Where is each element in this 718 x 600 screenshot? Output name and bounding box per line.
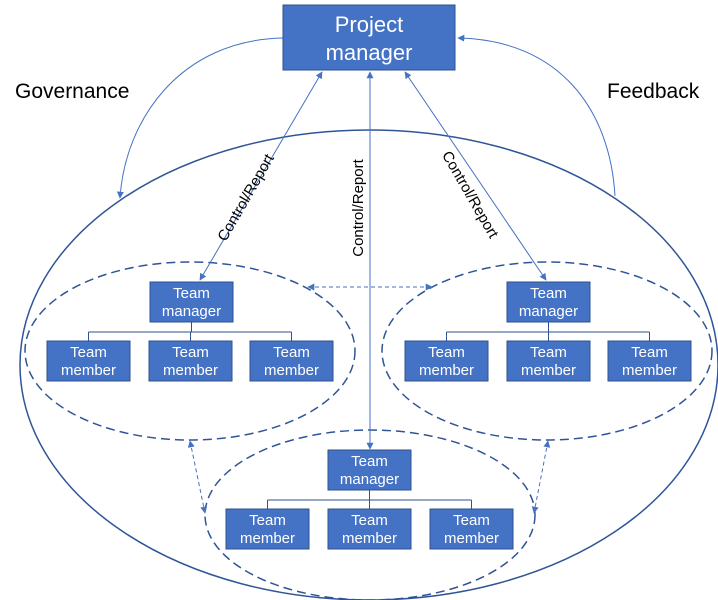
team-member-box-line2: member	[342, 530, 397, 547]
feedback-label: Feedback	[607, 80, 700, 103]
team-manager-box-line1: Team	[173, 285, 210, 302]
team-manager-box-line2: manager	[519, 303, 578, 320]
project-manager-line2: manager	[326, 40, 413, 65]
team-manager-box-line2: manager	[340, 471, 399, 488]
control-report-label-left: Control/Report	[214, 151, 278, 245]
team-left-ellipse	[24, 261, 356, 441]
team-bottom: TeammanagerTeammemberTeammemberTeammembe…	[225, 449, 514, 550]
team-member-box-line1: Team	[530, 344, 567, 361]
team-member-box-line1: Team	[249, 512, 286, 529]
team-link-arrow-left	[187, 440, 208, 514]
control-report-label-right: Control/Report	[438, 148, 502, 242]
team-right-ellipse	[381, 261, 713, 441]
control-report-arrow-left	[199, 71, 323, 281]
team-member-box-line1: Team	[428, 344, 465, 361]
team-member-box-line1: Team	[351, 512, 388, 529]
team-left-connectors	[88, 322, 292, 341]
control-report-arrow-right	[404, 71, 547, 281]
team-member-box-line1: Team	[172, 344, 209, 361]
team-link-arrow-right	[531, 440, 551, 514]
team-member-box-line2: member	[240, 530, 295, 547]
team-member-box-line1: Team	[631, 344, 668, 361]
governance-arrow	[116, 37, 284, 199]
team-member-box-line2: member	[444, 530, 499, 547]
team-member-box-line2: member	[61, 362, 116, 379]
project-manager-line1: Project	[335, 12, 403, 37]
team-member-box-line2: member	[419, 362, 474, 379]
team-member-box-line2: member	[622, 362, 677, 379]
governance-label: Governance	[15, 80, 129, 103]
team-manager-box-line1: Team	[530, 285, 567, 302]
team-member-box-line1: Team	[273, 344, 310, 361]
team-member-box-line1: Team	[70, 344, 107, 361]
team-member-box-line2: member	[521, 362, 576, 379]
team-bottom-connectors	[267, 490, 472, 509]
team-member-box-line1: Team	[453, 512, 490, 529]
team-member-box-line2: member	[264, 362, 319, 379]
team-member-box-line2: member	[163, 362, 218, 379]
team-right: TeammanagerTeammemberTeammemberTeammembe…	[404, 281, 692, 382]
feedback-arrow	[457, 34, 616, 197]
project-manager-box: Project manager	[282, 4, 456, 71]
team-left: TeammanagerTeammemberTeammemberTeammembe…	[46, 281, 334, 382]
team-manager-box-line2: manager	[162, 303, 221, 320]
team-right-connectors	[446, 322, 650, 341]
team-manager-box-line1: Team	[351, 453, 388, 470]
control-report-label-center: Control/Report	[350, 158, 367, 256]
